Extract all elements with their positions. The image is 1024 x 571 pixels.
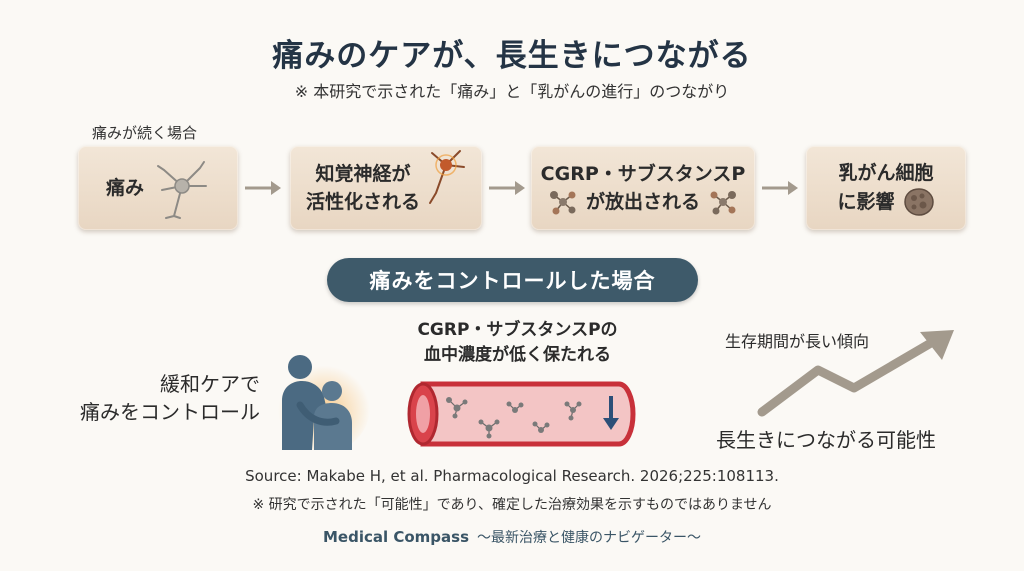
palliative-care-text: 緩和ケアで 痛みをコントロール [80,372,260,424]
upward-trend-arrow-icon [757,330,954,417]
disclaimer-note: ※ 研究で示された「可能性」であり、確定した治療効果を示すものではありません [252,497,772,513]
longevity-outcome-text: 長生きにつながる可能性 [716,428,936,452]
step-neuropeptide-release: CGRP・サブスタンスP が放出される [531,146,755,230]
neuron-icon [157,161,207,219]
step-nerve-activation: 知覚神経が 活性化される [290,146,482,230]
step-pain-label: 痛み [105,177,144,199]
cancer-cell-icon [903,188,934,216]
blood-level-text: CGRP・サブスタンスPの 血中濃度が低く保たれる [417,320,618,365]
brand-name: Medical Compass [322,528,469,546]
blood-vessel-icon [407,381,636,447]
caregiver-embrace-icon [278,355,370,450]
step-release-line2: が放出される [585,191,700,213]
source-citation: Source: Makabe H, et al. Pharmacological… [245,467,779,485]
page-title: 痛みのケアが、長生きにつながる [272,38,752,74]
footer-branding: Medical Compass ～最新治療と健康のナビゲーター～ [0,527,1024,547]
pain-scenario-label: 痛みが続く場合 [92,124,198,142]
pain-control-banner: 痛みをコントロールした場合 [327,258,698,302]
step-cancer-effect: 乳がん細胞 に影響 [806,146,966,230]
molecule-icon [549,191,576,215]
step-pain: 痛み [78,146,238,230]
page-subtitle: ※ 本研究で示された「痛み」と「乳がんの進行」のつながり [294,82,730,101]
step-nerve-label: 知覚神経が 活性化される [305,163,420,213]
flow-arrow-2 [489,181,525,195]
flow-arrow-3 [762,181,798,195]
activated-neuron-icon [429,150,465,204]
step-cancer-line1: 乳がん細胞 [838,162,934,184]
molecule-icon [710,191,736,215]
survival-trend-label: 生存期間が長い傾向 [725,332,870,351]
step-cancer-line2: に影響 [837,191,895,213]
step-release-line1: CGRP・サブスタンスP [540,163,746,185]
flow-arrow-1 [245,181,281,195]
brand-tagline: ～最新治療と健康のナビゲーター～ [477,530,701,546]
